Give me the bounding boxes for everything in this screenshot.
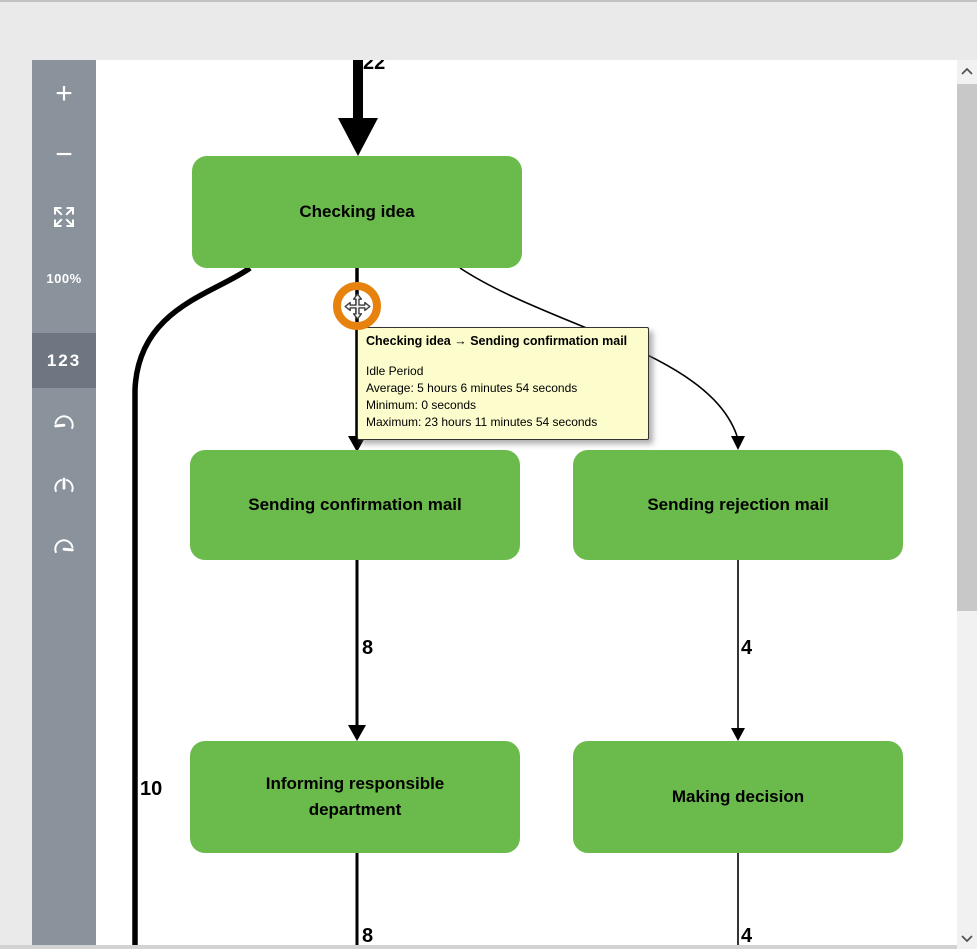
- move-cursor-icon: [343, 292, 371, 320]
- node-label: Sending confirmation mail: [248, 494, 462, 514]
- edge-count-decision-out: 4: [741, 925, 753, 945]
- node-label: Checking idea: [299, 201, 415, 221]
- edge-confirmation-to-informing-arrowhead: [348, 725, 366, 741]
- node-label: Making decision: [671, 786, 805, 806]
- edge-start-to-checking-arrowhead: [338, 118, 378, 156]
- window-top-border: [0, 0, 977, 2]
- vertical-scrollbar[interactable]: [957, 60, 977, 949]
- edge-count-incoming-checking: 22: [363, 60, 386, 74]
- tooltip-metric-name: Idle Period: [366, 364, 424, 378]
- edge-count-rejection-decision: 4: [741, 637, 753, 659]
- zoom-out-button[interactable]: −: [55, 138, 73, 171]
- node-checking-idea[interactable]: Checking idea: [192, 156, 522, 268]
- node-sending-confirmation-mail[interactable]: Sending confirmation mail: [190, 450, 520, 560]
- scrollbar-thumb[interactable]: [957, 84, 977, 611]
- process-map-canvas[interactable]: Checking idea Sending confirmation mail …: [96, 60, 957, 945]
- edge-rejection-to-decision-arrowhead: [731, 728, 745, 741]
- zoom-in-button[interactable]: +: [55, 77, 73, 110]
- edge-checking-bypass[interactable]: [132, 265, 252, 945]
- zoom-level-indicator[interactable]: 100%: [46, 270, 82, 286]
- hover-highlight-ring: [333, 282, 381, 330]
- performance-maximum-button[interactable]: [32, 521, 96, 573]
- tooltip-minimum: Minimum: 0 seconds: [366, 398, 477, 412]
- gauge-maximum-icon: [51, 534, 77, 560]
- node-making-decision[interactable]: Making decision: [573, 741, 903, 853]
- performance-median-button[interactable]: [32, 460, 96, 512]
- scroll-down-button[interactable]: [957, 927, 977, 949]
- performance-minimum-button[interactable]: [32, 397, 96, 449]
- edge-tooltip: Checking idea → Sending confirmation mai…: [357, 327, 649, 440]
- edge-checking-to-rejection-arrowhead: [731, 436, 745, 450]
- fit-to-screen-button[interactable]: [32, 191, 96, 243]
- edge-count-bypass: 10: [140, 778, 163, 800]
- map-toolbar: + − 100% 123: [32, 60, 96, 945]
- node-informing-responsible-department[interactable]: Informing responsible department: [190, 741, 520, 853]
- tooltip-maximum: Maximum: 23 hours 11 minutes 54 seconds: [366, 415, 598, 429]
- fit-to-screen-icon: [52, 205, 76, 229]
- tooltip-title: Checking idea → Sending confirmation mai…: [366, 334, 628, 348]
- gauge-median-icon: [51, 473, 77, 499]
- node-sending-rejection-mail[interactable]: Sending rejection mail: [573, 450, 903, 560]
- edge-count-informing-out: 8: [362, 925, 374, 945]
- node-label: Sending rejection mail: [647, 494, 829, 514]
- node-label: Informing responsible department: [265, 773, 445, 819]
- chevron-down-icon: [961, 929, 973, 947]
- frequency-view-button[interactable]: 123: [32, 333, 96, 388]
- edge-count-confirmation-informing: 8: [362, 637, 374, 659]
- edge-checking-to-confirmation-arrowhead: [348, 436, 366, 452]
- gauge-minimum-icon: [51, 410, 77, 436]
- horizontal-scrollbar-edge: [0, 945, 957, 949]
- tooltip-average: Average: 5 hours 6 minutes 54 seconds: [366, 381, 578, 395]
- scroll-up-button[interactable]: [957, 60, 977, 82]
- chevron-up-icon: [961, 62, 973, 80]
